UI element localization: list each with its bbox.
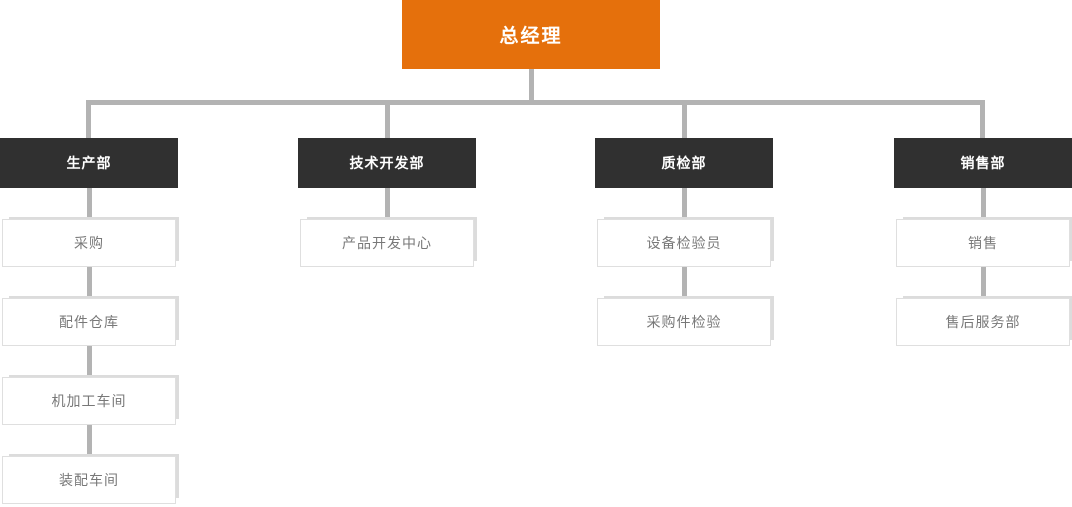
- org-column-sales: 销售部 销售 售后服务部: [894, 138, 1072, 346]
- connector-stub: [384, 188, 390, 219]
- org-node-leaf: 售后服务部: [896, 298, 1070, 346]
- org-node-leaf: 设备检验员: [597, 219, 771, 267]
- org-node-dept: 销售部: [894, 138, 1072, 188]
- org-node-leaf: 销售: [896, 219, 1070, 267]
- org-column-quality-inspection: 质检部 设备检验员 采购件检验: [595, 138, 773, 346]
- org-node-dept: 质检部: [595, 138, 773, 188]
- org-column-production: 生产部 采购 配件仓库 机加工车间 装配车间: [0, 138, 178, 504]
- connector-stub: [86, 425, 92, 456]
- connector-stub: [681, 188, 687, 219]
- connector-stub: [980, 267, 986, 298]
- org-node-root: 总经理: [402, 0, 660, 69]
- connector-stub: [980, 188, 986, 219]
- connector-rail: [86, 100, 985, 105]
- connector-dept-stub: [682, 100, 687, 138]
- org-node-leaf: 装配车间: [2, 456, 176, 504]
- connector-dept-stub: [385, 100, 390, 138]
- org-node-leaf: 产品开发中心: [300, 219, 474, 267]
- org-node-dept: 技术开发部: [298, 138, 476, 188]
- org-node-leaf: 机加工车间: [2, 377, 176, 425]
- org-node-leaf: 采购件检验: [597, 298, 771, 346]
- connector-stub: [681, 267, 687, 298]
- connector-root-stub: [529, 69, 534, 102]
- org-column-tech-development: 技术开发部 产品开发中心: [298, 138, 476, 267]
- connector-dept-stub: [980, 100, 985, 138]
- org-node-leaf: 配件仓库: [2, 298, 176, 346]
- connector-stub: [86, 346, 92, 377]
- connector-dept-stub: [86, 100, 91, 138]
- connector-stub: [86, 267, 92, 298]
- org-node-leaf: 采购: [2, 219, 176, 267]
- org-node-dept: 生产部: [0, 138, 178, 188]
- connector-stub: [86, 188, 92, 219]
